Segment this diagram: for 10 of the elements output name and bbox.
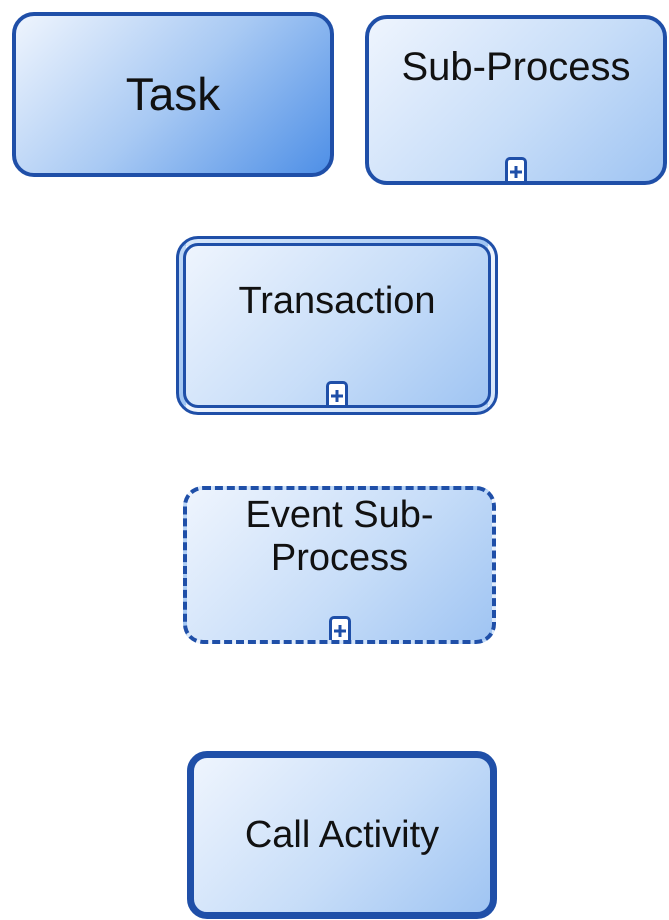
activity-label: Call Activity — [244, 814, 440, 856]
activity-box — [176, 236, 498, 415]
activity-box — [187, 751, 497, 919]
activity-box — [183, 486, 496, 644]
activity-label: Task — [126, 68, 220, 120]
activity-box — [12, 12, 334, 177]
activity-label: Transaction — [238, 280, 436, 323]
activity-label: Event Sub-Process — [244, 494, 434, 580]
activity-label: Sub-Process — [402, 45, 630, 90]
activity-box — [365, 15, 667, 185]
